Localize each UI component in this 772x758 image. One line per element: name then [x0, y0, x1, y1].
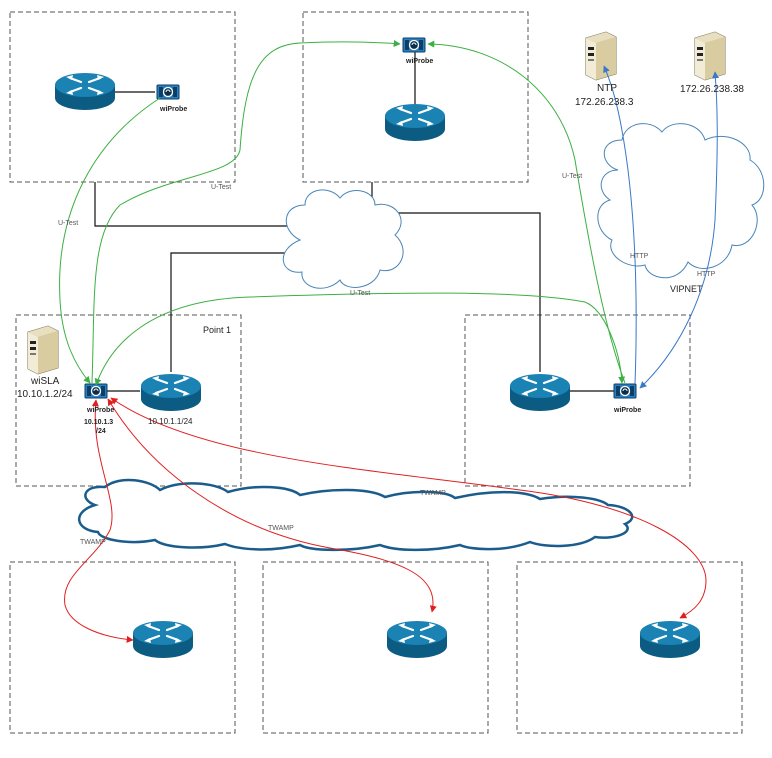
- server-icon: [585, 31, 617, 81]
- zone-top-left: [9, 11, 236, 183]
- router-icon: [383, 102, 447, 143]
- zone-bottom-right: [516, 561, 743, 734]
- wiprobe-main-ip: 10.10.1.3: [84, 419, 113, 426]
- wiprobe-label-top-middle: wiProbe: [405, 58, 433, 65]
- cloud-icon: [77, 478, 634, 552]
- http-links: [603, 65, 719, 389]
- wisla-ip: 10.10.1.2/24: [17, 389, 73, 400]
- router-icon: [131, 619, 195, 660]
- router-icon: [638, 619, 702, 660]
- wiprobe-icon: [402, 37, 426, 53]
- wired-links: [94, 50, 614, 392]
- twamp-links: [64, 397, 707, 643]
- link-label-twamp-2: TWAMP: [268, 525, 294, 532]
- server-icon: [694, 31, 726, 81]
- link-label-utest-middle: U-Test: [350, 290, 370, 297]
- server-icon: [27, 325, 59, 375]
- router-icon: [53, 71, 117, 112]
- zone-bottom-left: [9, 561, 236, 734]
- link-label-twamp-1: TWAMP: [80, 539, 106, 546]
- zone-bottom-middle: [262, 561, 489, 734]
- zone-top-middle: [302, 11, 529, 183]
- cloud-icon: [597, 123, 765, 279]
- zone-label-point1: Point 1: [203, 325, 231, 335]
- link-label-http-2: HTTP: [697, 271, 716, 278]
- link-label-utest-left: U-Test: [58, 220, 78, 227]
- router-ip: 10.10.1.1/24: [148, 417, 193, 426]
- link-label-twamp-3: TWAMP: [420, 490, 446, 497]
- cloud-icon: [282, 189, 404, 289]
- router-icon: [385, 619, 449, 660]
- link-label-utest-top: U-Test: [211, 184, 231, 191]
- server2-ip: 172.26.238.38: [680, 84, 744, 95]
- utest-links: [59, 40, 626, 386]
- router-icon: [508, 372, 572, 413]
- ntp-ip: 172.26.238.3: [575, 97, 634, 108]
- wiprobe-icon: [84, 383, 108, 399]
- wiprobe-icon: [613, 383, 637, 399]
- link-label-utest-right: U-Test: [562, 173, 582, 180]
- wiprobe-label-top-left: wiProbe: [159, 106, 187, 113]
- link-label-http-1: HTTP: [630, 253, 649, 260]
- router-icon: [139, 372, 203, 413]
- zone-right: [464, 314, 691, 487]
- cloud-label-vipnet: VIPNET: [670, 284, 703, 294]
- wiprobe-main-mask: /24: [96, 428, 106, 435]
- ntp-name: NTP: [597, 83, 617, 94]
- wisla-name: wiSLA: [30, 376, 60, 387]
- wiprobe-label-right: wiProbe: [613, 407, 641, 414]
- wiprobe-label-main: wiProbe: [86, 407, 114, 414]
- wiprobe-icon: [156, 84, 180, 100]
